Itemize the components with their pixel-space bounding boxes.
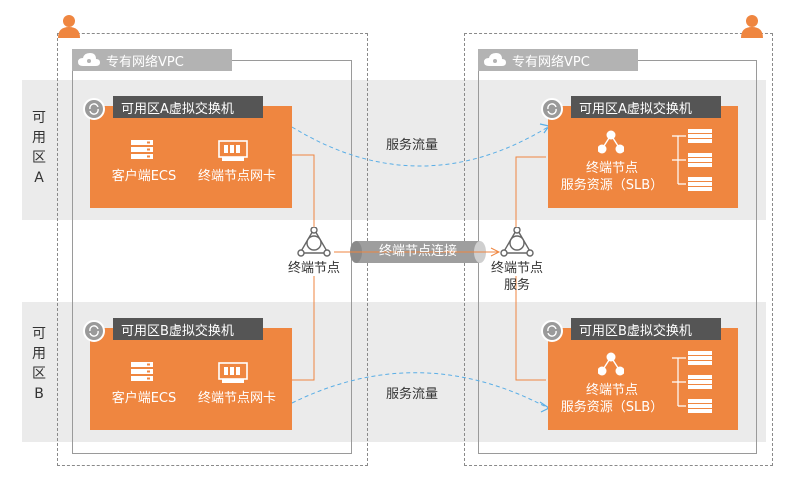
right-zone-b-switch: 可用区B虚拟交换机: [571, 318, 721, 340]
endpoint-icon: [297, 226, 331, 261]
user-icon: [58, 14, 80, 42]
nic-icon: [218, 140, 248, 166]
service-a-link: [515, 156, 546, 228]
left-vpc-label: 专有网络VPC: [72, 49, 232, 71]
endpoint-service-label: 终端节点 服务: [490, 261, 543, 293]
left-zone-a-card: [90, 106, 292, 208]
load-balancer-icon: [597, 130, 625, 158]
left-zone-a-client: 客户端ECS: [111, 169, 177, 184]
flow-b-line: [291, 372, 549, 409]
left-zone-b-switch: 可用区B虚拟交换机: [113, 318, 263, 340]
right-vpc-label: 专有网络VPC: [478, 49, 638, 71]
connection-arrow: [490, 247, 501, 257]
zone-a-label: 可 用 区 A: [32, 110, 46, 186]
refresh-icon: [83, 98, 105, 120]
flow-a-line: [291, 126, 549, 167]
server-icon: [131, 362, 153, 386]
endpoint-label: 终端节点: [287, 261, 340, 276]
refresh-icon: [541, 320, 563, 342]
left-zone-a-nic: 终端节点网卡: [197, 169, 276, 184]
left-zone-a-switch: 可用区A虚拟交换机: [113, 96, 263, 118]
right-zone-a-service: 终端节点 服务资源（SLB）: [560, 161, 664, 193]
flow-b-label: 服务流量: [386, 387, 439, 402]
user-icon: [741, 14, 763, 42]
right-zone-a-switch: 可用区A虚拟交换机: [571, 96, 721, 118]
flow-a-label: 服务流量: [386, 138, 439, 153]
left-zone-b-card: [90, 328, 292, 430]
vpc-label-text: 专有网络VPC: [512, 54, 590, 70]
zone-b-label: 可 用 区 B: [32, 326, 46, 402]
cloud-icon: [484, 53, 506, 66]
server-group: [672, 351, 712, 413]
endpoint-service-icon: [500, 226, 534, 261]
vpc-label-text: 专有网络VPC: [106, 54, 184, 70]
right-zone-b-service: 终端节点 服务资源（SLB）: [560, 383, 664, 415]
nic-icon: [218, 362, 248, 388]
left-zone-b-client: 客户端ECS: [111, 391, 177, 406]
load-balancer-icon: [597, 352, 625, 380]
left-zone-b-nic: 终端节点网卡: [197, 391, 276, 406]
connection-label: 终端节点连接: [378, 244, 457, 259]
nic-a-link: [292, 154, 315, 228]
refresh-icon: [541, 98, 563, 120]
nic-b-link: [292, 276, 315, 381]
service-b-link: [515, 276, 546, 381]
server-icon: [131, 140, 153, 164]
server-group: [672, 129, 712, 191]
refresh-icon: [83, 320, 105, 342]
cloud-icon: [78, 53, 100, 66]
